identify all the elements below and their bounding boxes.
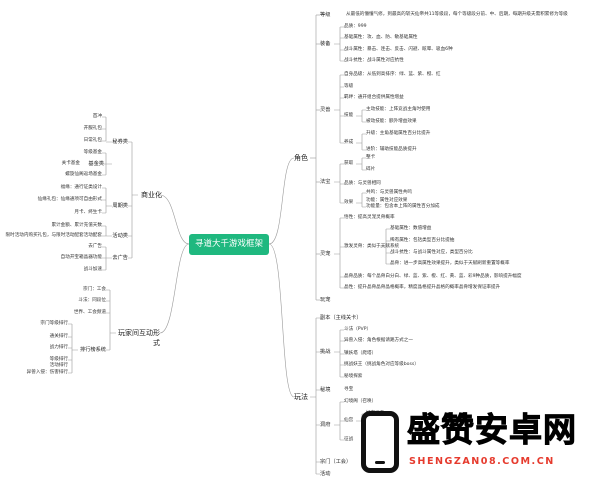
- node-social-2: 斗法：同段位: [78, 298, 106, 303]
- node-gear-2: 基础属性：攻、血、防、敏基础属性: [344, 35, 418, 40]
- node-gear[interactable]: 装备: [320, 41, 331, 47]
- node-card[interactable]: 周期类: [112, 203, 128, 209]
- node-role-tail[interactable]: 玩宠: [320, 297, 331, 303]
- node-fuse-3: 战斗抗性：与战斗属性对应，类型百分比: [390, 250, 473, 255]
- node-fuse[interactable]: 激发灵骨：类似于天赋系统: [344, 244, 400, 249]
- node-social-1: 宗门：工会: [83, 287, 106, 292]
- node-beast-1: 自身品级：从低到高排序：绿、蓝、紫、橙、红: [344, 72, 441, 77]
- node-card-3: 月卡、终生卡: [74, 210, 102, 215]
- node-effect[interactable]: 效果: [344, 200, 354, 205]
- node-world: 征战: [344, 437, 354, 442]
- node-ad[interactable]: 去广告: [112, 255, 128, 261]
- node-get[interactable]: 获取: [344, 161, 354, 166]
- node-beast-2: 等级: [344, 84, 354, 89]
- node-gear-1: 品质：999: [344, 24, 367, 29]
- node-beast[interactable]: 灵兽: [320, 107, 331, 113]
- hub-biz[interactable]: 商业化: [141, 191, 162, 199]
- node-rank-4: 等级排行: [49, 357, 68, 362]
- node-get-1: 整卡: [366, 155, 376, 160]
- node-act-2: 限时活动内购买礼包，与限时活动配套活动配套: [5, 233, 102, 238]
- node-event[interactable]: 活动: [320, 471, 331, 477]
- node-pay-1: 等级基金: [83, 150, 102, 155]
- node-month-3: 日常礼包: [83, 138, 102, 143]
- node-rune[interactable]: 副本（主线关卡）: [320, 315, 362, 321]
- node-cave-1: 幻境阁（召唤）: [344, 399, 377, 404]
- node-fuse-line-1: 晶骨品质：每个晶骨白分白、绿、蓝、紫、橙、红、黄、蓝、彩9种品质，影响提升幅度: [344, 274, 522, 279]
- node-gear-3: 战斗属性：暴击、连击、反击、闪避、眩晕、吸血6种: [344, 47, 453, 52]
- node-skill[interactable]: 技能: [344, 113, 354, 118]
- node-magic[interactable]: 法宝: [320, 179, 331, 185]
- node-treasure-1: 秘境探索: [344, 374, 363, 379]
- node-ad-1: 去广告: [88, 244, 102, 249]
- hub-play[interactable]: 玩法: [294, 393, 308, 401]
- node-pay-2: 关卡基金: [61, 161, 80, 166]
- node-challenge[interactable]: 挑战: [320, 349, 331, 355]
- node-ride-1: 升级：主角基础属性百分比提升: [366, 131, 431, 136]
- node-challenge-4: 挑战妖王（挑战角色对应等级boss）: [344, 362, 419, 367]
- node-quality: 品质：与灵兽相同: [344, 181, 381, 186]
- node-ad-3: 战斗加速: [83, 267, 102, 272]
- node-build[interactable]: 宗门（工会）: [320, 459, 352, 465]
- node-skill-2: 被动技能：额外增益效果: [366, 119, 417, 124]
- hub-role[interactable]: 角色: [294, 154, 308, 162]
- node-beast-3: 羁绊：通开组合提供属性增益: [344, 95, 404, 100]
- node-fuse-1: 基础属性：数值增益: [390, 226, 432, 231]
- node-effect-1: 共鸣：与灵兽属性共鸣: [366, 190, 412, 195]
- node-challenge-2: 异兽入侵：角色根据请路方式之一: [344, 338, 413, 343]
- node-social-3: 世界、工会频道: [73, 310, 106, 315]
- node-rank-2: 通关排行: [49, 334, 68, 339]
- node-grade[interactable]: 等级: [320, 12, 331, 18]
- node-effect-3: 功能量：包含本上阵的属性百分加成: [366, 204, 440, 209]
- hub-social[interactable]: 玩家间互动形式: [118, 329, 160, 347]
- node-rank[interactable]: 排行榜系统: [80, 347, 106, 353]
- node-rank-5: 活动排行: [49, 363, 68, 368]
- node-ad-2: 自动开宝箱晶器功能: [60, 255, 102, 260]
- phone-icon: [361, 411, 399, 473]
- node-cave-2: 仙宫: [344, 418, 354, 423]
- node-talent: 悟性：提高灵宠灵骨概率: [344, 215, 395, 220]
- node-pay-3: 螺旋仙阁返场基金: [65, 172, 102, 177]
- node-treasure[interactable]: 秘境: [320, 387, 331, 393]
- node-fuse-line-2: 晶性：提升晶骨晶骨晶格概率，精度晶格提升晶格的概率晶骨增发保证率提升: [344, 285, 501, 290]
- node-cave[interactable]: 洞府: [320, 422, 331, 428]
- node-card-1: 福缘：通行证类设计: [60, 185, 102, 190]
- node-card-2: 仙缘礼包：仙缘通项可自由形式: [37, 197, 102, 202]
- node-challenge-1: 斗法（PVP）: [344, 327, 372, 332]
- node-rank-1: 宗门等级排行: [40, 321, 68, 326]
- node-effect-2: 功能：属性对应效果: [366, 198, 408, 203]
- node-gear-4: 战斗抗性：战斗属性对应抗性: [344, 58, 404, 63]
- watermark-title: 盛赞安卓网: [407, 410, 577, 450]
- node-month[interactable]: 秘券类: [112, 139, 128, 145]
- node-act-1: 累计金额、累计充值天数: [51, 223, 102, 228]
- node-pet[interactable]: 灵宠: [320, 251, 331, 257]
- node-grade-desc: 从最低的懵懂气修，到最高的斩天仙帝共11等级段，每个等级段分前、中、后期，每期升…: [346, 12, 568, 17]
- node-challenge-3: 镇妖塔（爬塔）: [344, 351, 377, 356]
- center-node[interactable]: 寻道大千游戏框架: [189, 234, 269, 255]
- node-month-1: 首冲: [92, 114, 102, 119]
- node-treasure-0: 寻宝: [344, 387, 354, 392]
- node-pay[interactable]: 基金类: [88, 161, 104, 167]
- node-month-2: 开服礼包: [83, 126, 102, 131]
- node-ride[interactable]: 养成: [344, 140, 354, 145]
- watermark: 盛赞安卓网 SHENGZAN08.COM.CN: [355, 405, 595, 485]
- watermark-url: SHENGZAN08.COM.CN: [409, 456, 555, 467]
- node-fuse-more: 晶骨：进一步高属性效果提升，类似于天赋刷新重置等概率: [390, 261, 510, 266]
- node-ride-2: 进阶：辅助技能品质提升: [366, 147, 417, 152]
- node-act[interactable]: 活动类: [112, 233, 128, 239]
- node-fuse-2: 稀有属性：包括类型百分比提抽: [390, 238, 455, 243]
- node-get-2: 碎片: [366, 167, 376, 172]
- node-rank-3: 战力排行: [49, 345, 68, 350]
- node-rank-6: 异兽入侵：伤害排行: [26, 370, 68, 375]
- node-skill-1: 主动技能：上阵竞战主角时使用: [366, 107, 431, 112]
